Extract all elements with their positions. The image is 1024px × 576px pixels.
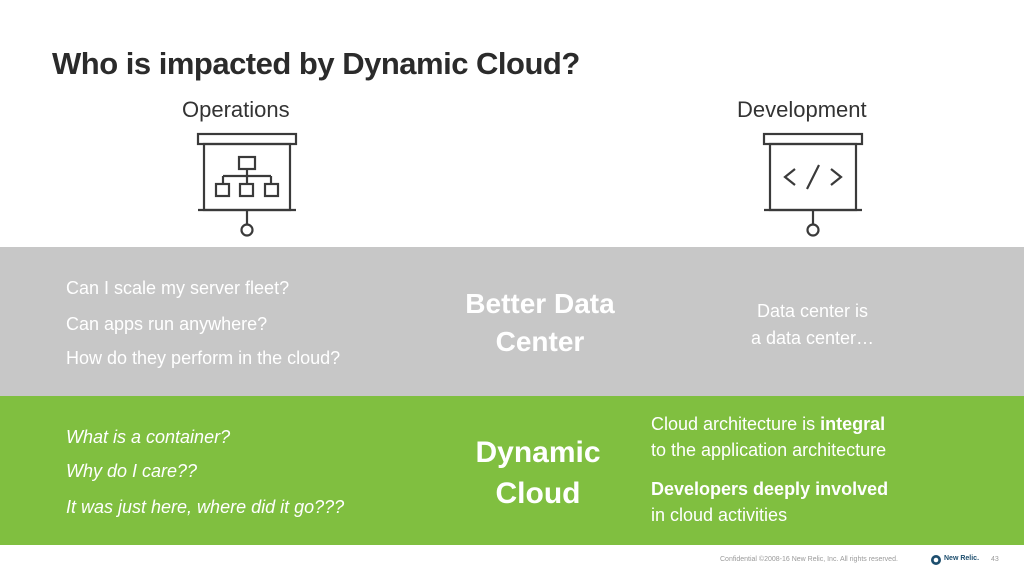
operations-label: Operations bbox=[182, 97, 290, 122]
new-relic-logo-text: New Relic. bbox=[944, 555, 980, 562]
new-relic-logo-icon bbox=[931, 555, 941, 565]
data-center-note: Data center is a data center… bbox=[720, 298, 905, 352]
ops-question-1: Can I scale my server fleet? bbox=[66, 278, 290, 298]
dynamic-cloud-heading: Dynamic Cloud bbox=[438, 432, 638, 514]
data-center-note-line-1: Data center is bbox=[756, 301, 869, 321]
cloud-architecture-prefix: Cloud architecture is bbox=[651, 414, 821, 434]
development-label: Development bbox=[737, 97, 867, 122]
presentation-board-hierarchy-icon bbox=[196, 132, 298, 237]
dynamic-cloud-line-2: Cloud bbox=[495, 477, 581, 510]
confidential-notice: Confidential ©2008-16 New Relic, Inc. Al… bbox=[720, 556, 898, 563]
presentation-board-code-icon bbox=[762, 132, 864, 237]
dynamic-cloud-band bbox=[0, 396, 1024, 545]
ops-question-3: How do they perform in the cloud? bbox=[66, 348, 341, 368]
cloud-architecture-line-1: Cloud architecture is integral bbox=[651, 411, 886, 437]
dynamic-cloud-line-1: Dynamic bbox=[475, 436, 601, 469]
dev-question-2: Why do I care?? bbox=[66, 461, 198, 481]
better-data-center-line-1: Better Data bbox=[465, 288, 615, 319]
dev-question-3: It was just here, where did it go??? bbox=[66, 497, 345, 517]
developers-involved-emphasis: Developers deeply involved bbox=[651, 479, 889, 499]
new-relic-logo: New Relic. bbox=[930, 553, 979, 567]
slide-title: Who is impacted by Dynamic Cloud? bbox=[52, 46, 580, 81]
better-data-center-band bbox=[0, 247, 1024, 396]
integral-emphasis: integral bbox=[820, 414, 886, 434]
ops-question-2: Can apps run anywhere? bbox=[66, 314, 268, 334]
cloud-architecture-note: Cloud architecture is integral to the ap… bbox=[651, 411, 886, 463]
data-center-note-line-2: a data center… bbox=[750, 328, 875, 348]
better-data-center-line-2: Center bbox=[495, 326, 585, 357]
developers-involved-note: Developers deeply involved in cloud acti… bbox=[651, 476, 888, 528]
cloud-architecture-line-2: to the application architecture bbox=[651, 440, 887, 460]
better-data-center-heading: Better Data Center bbox=[440, 285, 640, 361]
page-number: 43 bbox=[991, 556, 999, 563]
dev-question-1: What is a container? bbox=[66, 427, 231, 447]
developers-involved-line-2: in cloud activities bbox=[651, 505, 788, 525]
